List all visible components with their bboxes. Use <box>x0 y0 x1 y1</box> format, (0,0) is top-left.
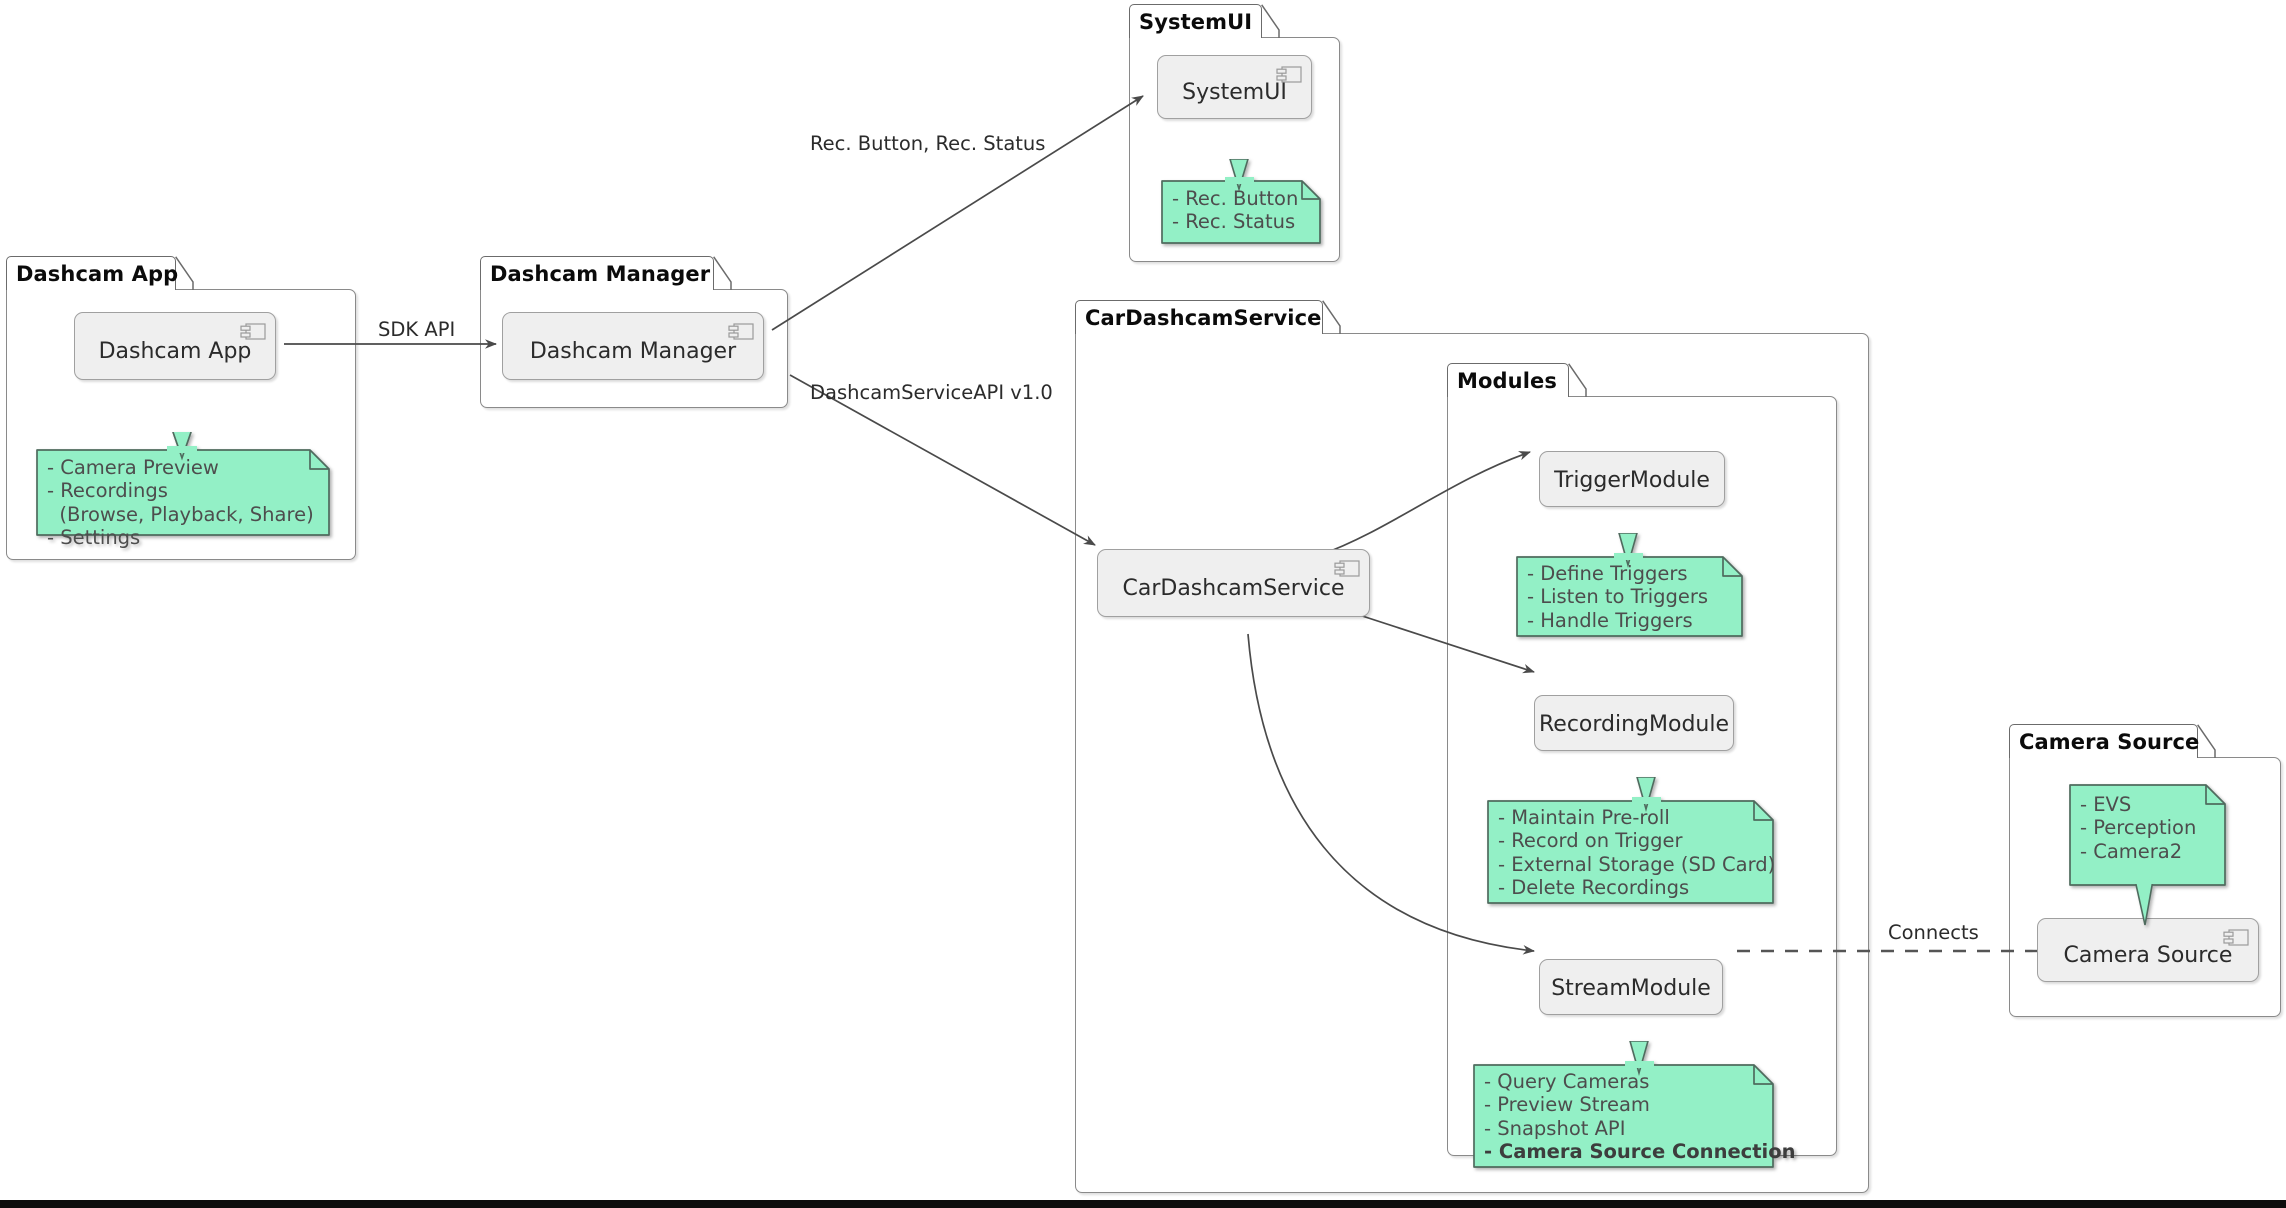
package-camera-source: Camera Source - EVS - Perception - Camer… <box>2009 724 2281 1017</box>
package-car-dashcam-service-tab-slant <box>1322 300 1344 334</box>
package-dashcam-app-tab: Dashcam App <box>6 256 179 290</box>
package-camera-source-tab: Camera Source <box>2009 724 2200 758</box>
component-camera-source[interactable]: Camera Source <box>2037 918 2259 982</box>
component-system-ui[interactable]: SystemUI <box>1157 55 1312 119</box>
package-dashcam-manager-tab-slant <box>713 256 735 290</box>
component-dashcam-app[interactable]: Dashcam App <box>74 312 276 380</box>
component-stream-module[interactable]: StreamModule <box>1539 959 1723 1015</box>
uml-component-icon <box>2223 929 2249 946</box>
package-dashcam-manager: Dashcam Manager Dashcam Manager <box>480 256 788 408</box>
note-system-ui: - Rec. Button - Rec. Status <box>1159 159 1325 249</box>
component-car-dashcam-service[interactable]: CarDashcamService <box>1097 549 1370 617</box>
package-dashcam-manager-tab: Dashcam Manager <box>480 256 714 290</box>
component-dashcam-app-label: Dashcam App <box>98 338 252 364</box>
package-car-dashcam-service: CarDashcamService CarDashcamService Modu… <box>1075 300 1869 1193</box>
component-system-ui-label: SystemUI <box>1182 79 1287 105</box>
package-dashcam-app-tab-slant <box>175 256 197 290</box>
note-system-ui-text: - Rec. Button - Rec. Status <box>1172 187 1299 234</box>
note-stream-module: - Query Cameras - Preview Stream - Snaps… <box>1471 1041 1796 1174</box>
package-modules: Modules TriggerModule - Define Trigg <box>1447 363 1837 1168</box>
note-trigger-module-text: - Define Triggers - Listen to Triggers -… <box>1527 562 1709 632</box>
package-dashcam-app-title: Dashcam App <box>16 261 179 286</box>
package-system-ui-tab: SystemUI <box>1129 4 1262 38</box>
uml-component-icon <box>1276 66 1302 83</box>
component-recording-module[interactable]: RecordingModule <box>1534 695 1734 751</box>
note-trigger-module: - Define Triggers - Listen to Triggers -… <box>1514 533 1746 643</box>
package-modules-tab: Modules <box>1447 363 1569 397</box>
edge-label-connects: Connects <box>1888 921 1979 944</box>
note-camera-source-text: - EVS - Perception - Camera2 <box>2080 793 2197 863</box>
uml-component-icon <box>728 323 754 340</box>
note-camera-source: - EVS - Perception - Camera2 <box>2067 782 2229 928</box>
note-dashcam-app-text: - Camera Preview - Recordings (Browse, P… <box>47 456 314 550</box>
uml-component-icon <box>1334 560 1360 577</box>
package-camera-source-tab-slant <box>2197 724 2219 758</box>
edge-label-sdk-api: SDK API <box>378 318 456 341</box>
package-modules-tab-slant <box>1568 363 1590 397</box>
package-system-ui-tab-slant <box>1261 4 1283 38</box>
package-car-dashcam-service-tab: CarDashcamService <box>1075 300 1323 334</box>
package-dashcam-manager-title: Dashcam Manager <box>490 261 711 286</box>
edge-label-rec-button-status: Rec. Button, Rec. Status <box>810 132 1046 155</box>
component-dashcam-manager[interactable]: Dashcam Manager <box>502 312 764 380</box>
component-car-dashcam-service-label: CarDashcamService <box>1122 575 1345 601</box>
component-dashcam-manager-label: Dashcam Manager <box>529 338 737 364</box>
package-modules-title: Modules <box>1457 368 1557 393</box>
component-trigger-module[interactable]: TriggerModule <box>1539 451 1725 507</box>
package-dashcam-app: Dashcam App Dashcam App <box>6 256 356 560</box>
note-recording-module: - Maintain Pre-roll - Record on Trigger … <box>1485 777 1777 910</box>
package-car-dashcam-service-title: CarDashcamService <box>1085 305 1322 330</box>
component-recording-module-label: RecordingModule <box>1538 711 1730 737</box>
component-camera-source-label: Camera Source <box>2063 942 2233 968</box>
note-recording-module-text: - Maintain Pre-roll - Record on Trigger … <box>1498 806 1776 900</box>
note-stream-module-text: - Query Cameras - Preview Stream - Snaps… <box>1484 1070 1796 1164</box>
bottom-bar <box>0 1200 2286 1208</box>
component-trigger-module-label: TriggerModule <box>1554 467 1710 493</box>
note-dashcam-app: - Camera Preview - Recordings (Browse, P… <box>34 432 332 549</box>
package-system-ui-title: SystemUI <box>1139 9 1253 34</box>
uml-component-icon <box>240 323 266 340</box>
component-stream-module-label: StreamModule <box>1551 975 1711 1001</box>
package-system-ui: SystemUI SystemUI - Rec. Button - Rec <box>1129 4 1340 262</box>
edge-label-dashcamserviceapi: DashcamServiceAPI v1.0 <box>810 381 1053 404</box>
package-camera-source-title: Camera Source <box>2019 729 2200 754</box>
